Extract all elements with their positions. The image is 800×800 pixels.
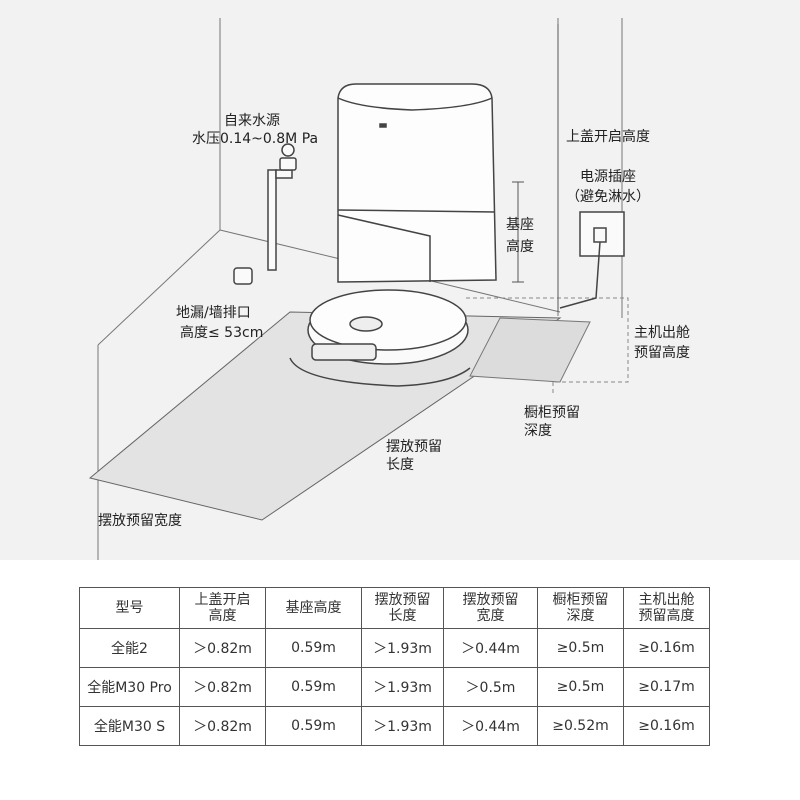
placement-width-value: ＞0.44m bbox=[443, 706, 538, 746]
model-name: 全能M30 Pro bbox=[79, 667, 180, 707]
drain-label-2: 高度≤ 53cm bbox=[180, 325, 264, 341]
lid-open-height-label: 上盖开启高度 bbox=[566, 129, 650, 145]
header-base-height: 基座高度 bbox=[265, 587, 362, 629]
cabinet-depth-area bbox=[469, 317, 591, 383]
table-row: 全能M30 Pro ＞0.82m 0.59m ＞1.93m ＞0.5m ≥0.5… bbox=[79, 667, 710, 707]
water-pipe bbox=[233, 143, 297, 285]
header-placement-length: 摆放预留长度 bbox=[361, 587, 444, 629]
robot-exit-label-1: 主机出舱 bbox=[634, 325, 690, 341]
dimension-lines bbox=[512, 24, 559, 312]
power-socket-label: 电源插座 bbox=[580, 169, 636, 185]
header-placement-width: 摆放预留宽度 bbox=[443, 587, 538, 629]
placement-width-value: ＞0.5m bbox=[443, 667, 538, 707]
robot-exit-height-value: ≥0.16m bbox=[623, 706, 710, 746]
lid-open-height-value: ＞0.82m bbox=[179, 628, 266, 668]
header-robot-exit-height: 主机出舱预留高度 bbox=[623, 587, 710, 629]
cabinet-depth-value: ≥0.5m bbox=[537, 628, 624, 668]
model-name: 全能M30 S bbox=[79, 706, 180, 746]
power-socket-note: （避免淋水） bbox=[566, 189, 650, 205]
cabinet-depth-label-2: 深度 bbox=[524, 423, 552, 439]
lid-open-height-value: ＞0.82m bbox=[179, 667, 266, 707]
base-height-value: 0.59m bbox=[265, 628, 362, 668]
water-pressure-label: 水压0.14~0.8M Pa bbox=[192, 131, 319, 147]
cabinet-depth-value: ≥0.52m bbox=[537, 706, 624, 746]
installation-diagram bbox=[0, 0, 800, 560]
water-source-label: 自来水源 bbox=[224, 113, 280, 129]
placement-length-label-2: 长度 bbox=[386, 457, 414, 473]
table-row: 全能M30 S ＞0.82m 0.59m ＞1.93m ＞0.44m ≥0.52… bbox=[79, 706, 710, 746]
base-height-label-2: 高度 bbox=[506, 239, 534, 255]
base-height-label-1: 基座 bbox=[506, 217, 534, 233]
placement-width-value: ＞0.44m bbox=[443, 628, 538, 668]
robot-exit-height-value: ≥0.17m bbox=[623, 667, 710, 707]
placement-length-value: ＞1.93m bbox=[361, 628, 444, 668]
lid-open-height-value: ＞0.82m bbox=[179, 706, 266, 746]
base-height-value: 0.59m bbox=[265, 706, 362, 746]
placement-width-label: 摆放预留宽度 bbox=[98, 513, 182, 529]
spec-table: 型号 上盖开启高度 基座高度 摆放预留长度 摆放预留宽度 橱柜预留深度 主机出舱… bbox=[79, 587, 710, 746]
table-header-row: 型号 上盖开启高度 基座高度 摆放预留长度 摆放预留宽度 橱柜预留深度 主机出舱… bbox=[79, 587, 710, 629]
placement-length-label-1: 摆放预留 bbox=[386, 439, 442, 455]
placement-length-value: ＞1.93m bbox=[361, 706, 444, 746]
header-cabinet-depth: 橱柜预留深度 bbox=[537, 587, 624, 629]
model-name: 全能2 bbox=[79, 628, 180, 668]
cabinet-depth-value: ≥0.5m bbox=[537, 667, 624, 707]
power-socket-icon bbox=[559, 211, 625, 309]
drain-label-1: 地漏/墙排口 bbox=[176, 305, 251, 321]
header-lid-open-height: 上盖开启高度 bbox=[179, 587, 266, 629]
robot-exit-height-value: ≥0.16m bbox=[623, 628, 710, 668]
placement-length-value: ＞1.93m bbox=[361, 667, 444, 707]
robot-exit-label-2: 预留高度 bbox=[634, 345, 690, 361]
robot-vacuum bbox=[289, 289, 471, 387]
table-row: 全能2 ＞0.82m 0.59m ＞1.93m ＞0.44m ≥0.5m ≥0.… bbox=[79, 628, 710, 668]
cabinet-depth-label-1: 橱柜预留 bbox=[524, 405, 580, 421]
base-station bbox=[337, 83, 497, 283]
placement-reserve-area bbox=[88, 311, 562, 521]
header-model: 型号 bbox=[79, 587, 180, 629]
base-height-value: 0.59m bbox=[265, 667, 362, 707]
